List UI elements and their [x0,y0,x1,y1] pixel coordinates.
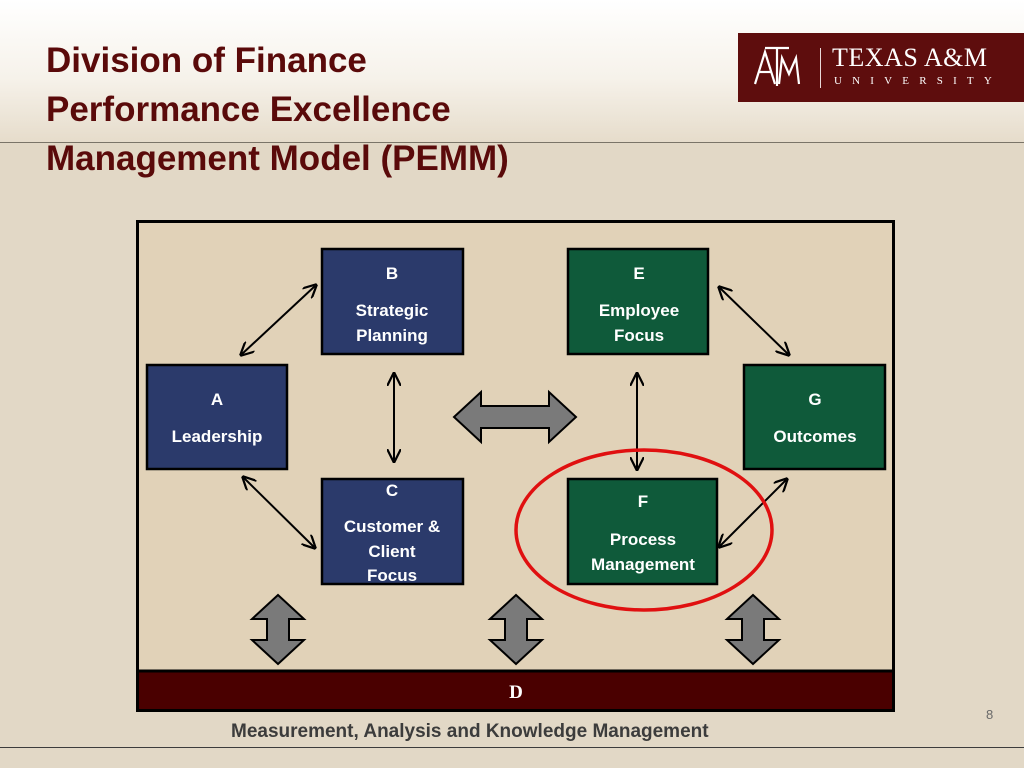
box-a: A Leadership [145,363,289,471]
box-c-letter: C [386,481,398,500]
arrow-a-b [242,286,315,354]
box-e-letter: E [633,264,644,283]
box-c-line-3: Focus [367,566,417,585]
footer-divider [0,747,1024,748]
atm-logo-icon [753,46,801,86]
box-c: C Customer & Client Focus [320,477,465,586]
double-arrow-horizontal [452,389,578,445]
arrow-f-g [720,480,786,546]
logo-name: TEXAS A&M [832,43,988,72]
arrow-e-g [720,288,788,354]
double-arrow-vertical-left [249,593,307,666]
foundation-bar [136,669,895,712]
double-arrow-vertical-right [724,593,782,666]
box-e-line-1: Employee [599,301,679,320]
box-f-line-2: Management [591,555,695,574]
box-e-line-2: Focus [614,326,664,345]
box-g: G Outcomes [742,363,887,471]
box-b-letter: B [386,264,398,283]
highlight-ellipse [514,448,774,612]
box-a-letter: A [211,390,223,409]
box-g-line-1: Outcomes [773,427,856,446]
box-b-line-1: Strategic [356,301,429,320]
slide-title-line-2: Performance Excellence [46,90,451,129]
title-divider [0,142,1024,143]
box-g-letter: G [808,390,821,409]
box-f: F Process Management [566,477,719,586]
pemm-diagram: B Strategic Planning E Employee Focus A … [136,220,895,712]
logo-subtitle: UNIVERSITY [834,75,1002,87]
box-b: B Strategic Planning [320,247,465,356]
slide-title-line-1: Division of Finance [46,41,367,80]
double-arrow-vertical-center [487,593,545,666]
page-number: 8 [986,707,994,722]
box-c-line-2: Client [368,542,416,561]
foundation-letter: D [509,682,523,703]
box-b-line-2: Planning [356,326,428,345]
logo-divider [820,48,821,88]
box-f-letter: F [638,492,648,511]
box-e: E Employee Focus [566,247,710,356]
box-a-line-1: Leadership [172,427,263,446]
foundation-caption: Measurement, Analysis and Knowledge Mana… [231,721,709,742]
box-c-line-1: Customer & [344,517,440,536]
arrow-a-c [244,478,314,547]
box-f-line-1: Process [610,530,676,549]
slide-title-line-3: Management Model (PEMM) [46,139,509,178]
